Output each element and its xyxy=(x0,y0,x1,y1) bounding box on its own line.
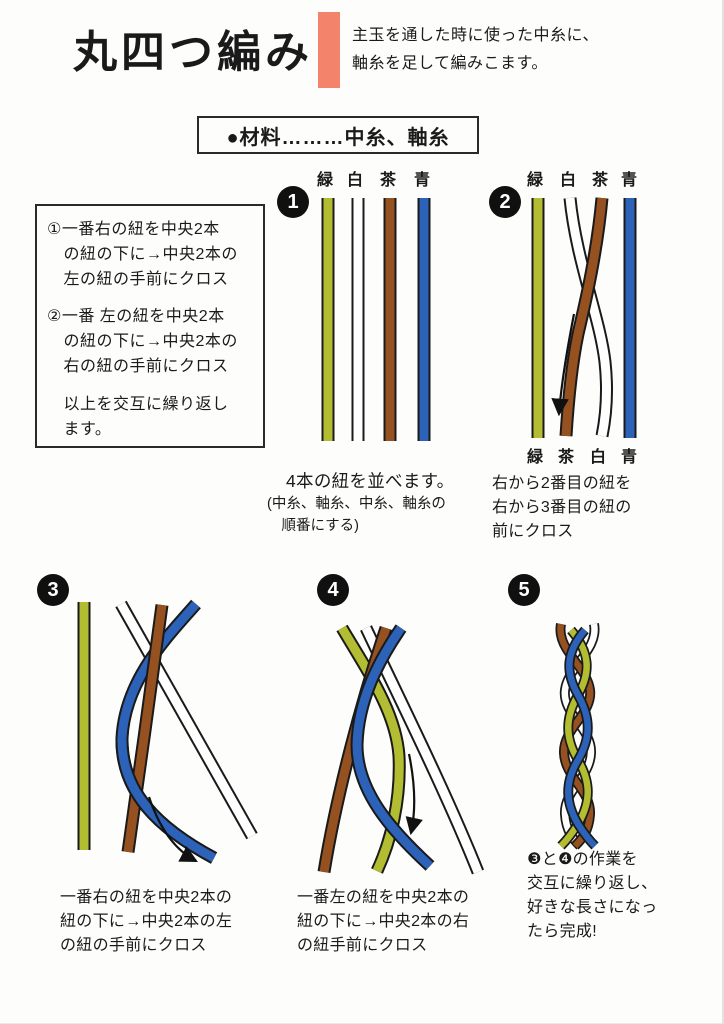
step-1-caption: 4本の紐を並べます。 xyxy=(286,471,455,491)
step-4-caption: 一番左の紐を中央2本の 紐の下に→中央2本の右 の紐手前にクロス xyxy=(297,889,470,954)
white-cord xyxy=(563,197,613,438)
step2-diagram xyxy=(531,197,637,438)
step-2-number: 2 xyxy=(489,186,521,218)
step-5-number: 5 xyxy=(508,574,540,606)
cord-label-blue: 青 xyxy=(621,172,638,189)
page-title: 丸四つ編み xyxy=(73,27,313,78)
step-5-caption: ❸と❹の作業を 交互に繰り返し、 好きな長さになっ たら完成! xyxy=(527,851,658,940)
cord-label-blue: 青 xyxy=(414,172,431,189)
step4-diagram xyxy=(317,624,485,875)
brown-cord xyxy=(121,604,169,853)
cross-direction-arrow xyxy=(405,753,423,836)
cord-label-white: 白 xyxy=(560,172,577,189)
cross-direction-arrow xyxy=(147,796,198,863)
cord-label-blue-bottom: 青 xyxy=(621,449,638,466)
instruction-item-3: 以上を交互に繰り返し ます。 xyxy=(63,395,229,438)
step-1-caption-sub: (中糸、軸糸、中糸、軸糸の 順番にする) xyxy=(267,496,446,534)
cord-label-brown: 茶 xyxy=(380,172,397,189)
instruction-item-2: ②一番 左の紐を中央2本 の紐の下に→中央2本の 右の紐の手前にクロス xyxy=(47,308,238,375)
cord-label-green: 緑 xyxy=(527,172,544,189)
header-subtitle: 主玉を通した時に使った中糸に、 軸糸を足して編みこます。 xyxy=(352,27,600,72)
cord-label-white-bottom: 白 xyxy=(590,449,607,466)
step3-diagram xyxy=(77,599,258,864)
step1-diagram xyxy=(321,198,431,441)
blue-cord xyxy=(563,626,599,850)
cord-label-green-bottom: 緑 xyxy=(527,449,544,466)
white-cord xyxy=(115,600,258,840)
step-2-caption: 右から2番目の紐を 右から3番目の紐の 前にクロス xyxy=(492,475,632,540)
step-number-text: 2 xyxy=(499,190,511,213)
instructions-box: ①一番右の紐を中央2本 の紐の下に→中央2本の 左の紐の手前にクロス ②一番 左… xyxy=(35,204,265,448)
accent-bar xyxy=(318,12,340,88)
step-3-number: 3 xyxy=(37,574,69,606)
cord-label-green: 緑 xyxy=(317,172,334,189)
cross-direction-arrow xyxy=(551,313,576,417)
step-4-number: 4 xyxy=(317,574,349,606)
step-number-text: 5 xyxy=(518,578,530,601)
step-3-caption: 一番右の紐を中央2本の 紐の下に→中央2本の左 の紐の手前にクロス xyxy=(60,889,233,954)
green-cord xyxy=(336,624,406,874)
step-number-text: 4 xyxy=(327,578,339,601)
cord-label-white: 白 xyxy=(347,172,364,189)
cord-label-brown: 茶 xyxy=(592,172,609,189)
materials-box: ●材料………中糸、軸糸 xyxy=(197,116,479,154)
blue-cord xyxy=(350,624,435,871)
materials-label: ●材料………中糸、軸糸 xyxy=(226,126,450,149)
step-1-number: 1 xyxy=(277,186,309,218)
instruction-item-1: ①一番右の紐を中央2本 の紐の下に→中央2本の 左の紐の手前にクロス xyxy=(47,221,238,288)
cord-label-brown-bottom: 茶 xyxy=(558,449,575,466)
step-number-text: 1 xyxy=(287,190,299,213)
step5-diagram xyxy=(555,623,600,850)
step-number-text: 3 xyxy=(47,578,59,601)
brown-cord xyxy=(555,623,596,850)
